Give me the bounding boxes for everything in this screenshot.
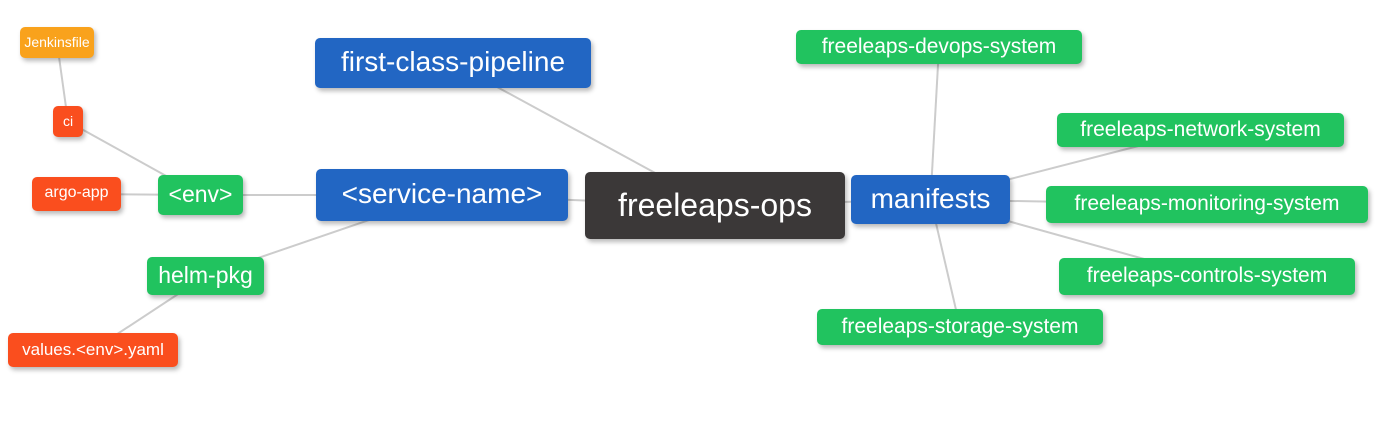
node-env[interactable]: <env> <box>158 175 243 215</box>
node-values-env-yaml[interactable]: values.<env>.yaml <box>8 333 178 367</box>
node-label: freeleaps-controls-system <box>1086 264 1328 287</box>
node-freeleaps-ops[interactable]: freeleaps-ops <box>585 172 845 239</box>
node-argo-app[interactable]: argo-app <box>32 177 121 211</box>
node-service-name[interactable]: <service-name> <box>316 169 568 221</box>
node-label: <service-name> <box>341 178 543 209</box>
node-label: freeleaps-monitoring-system <box>1074 192 1340 215</box>
node-freeleaps-monitoring-system[interactable]: freeleaps-monitoring-system <box>1046 186 1368 223</box>
node-freeleaps-network-system[interactable]: freeleaps-network-system <box>1057 113 1344 147</box>
edge-manifests-freeleaps-devops-system <box>929 46 940 200</box>
node-label: ci <box>62 112 74 129</box>
node-freeleaps-controls-system[interactable]: freeleaps-controls-system <box>1059 258 1355 295</box>
node-label: helm-pkg <box>158 261 253 288</box>
node-manifests[interactable]: manifests <box>851 175 1010 224</box>
node-jenkinsfile[interactable]: Jenkinsfile <box>20 27 94 58</box>
node-label: <env> <box>168 180 233 207</box>
node-label: values.<env>.yaml <box>22 339 164 359</box>
node-first-class-pipeline[interactable]: first-class-pipeline <box>315 38 591 88</box>
node-freeleaps-devops-system[interactable]: freeleaps-devops-system <box>796 30 1082 64</box>
node-label: freeleaps-devops-system <box>821 34 1057 58</box>
node-helm-pkg[interactable]: helm-pkg <box>147 257 264 295</box>
node-freeleaps-storage-system[interactable]: freeleaps-storage-system <box>817 309 1103 345</box>
node-ci[interactable]: ci <box>53 106 83 137</box>
node-label: freeleaps-storage-system <box>841 314 1079 338</box>
node-label: freeleaps-ops <box>618 186 812 223</box>
node-label: argo-app <box>44 184 109 201</box>
node-label: Jenkinsfile <box>24 33 90 50</box>
node-label: manifests <box>870 182 991 214</box>
node-label: freeleaps-network-system <box>1080 117 1321 141</box>
node-label: first-class-pipeline <box>340 46 566 77</box>
